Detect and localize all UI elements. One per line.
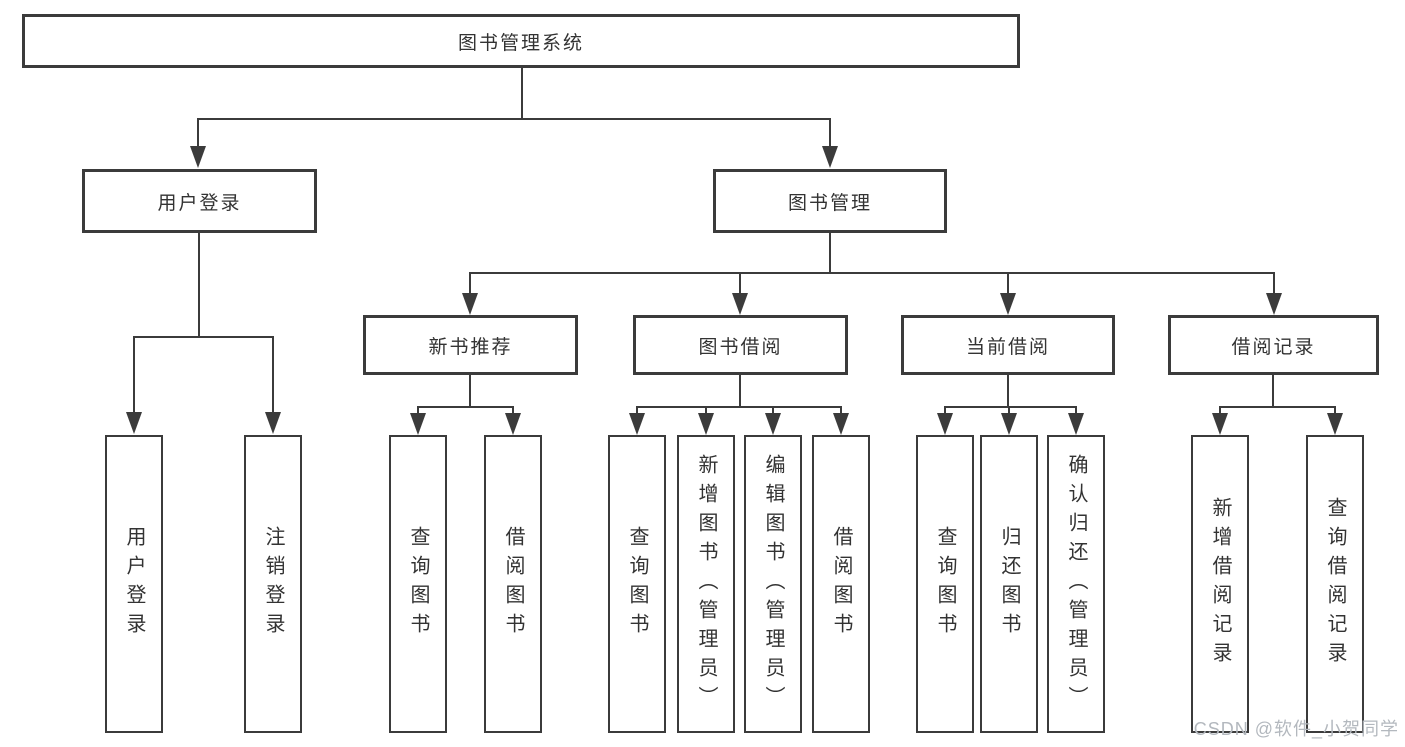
node-book-borrowing: 图书借阅 (633, 315, 848, 375)
arrowhead (765, 413, 781, 435)
connector-line (1273, 272, 1275, 295)
leaf-borrow-books-recommend: 借阅图书 (484, 435, 542, 733)
connector-line (417, 406, 514, 408)
connector-line (197, 118, 831, 120)
node-root-label: 图书管理系统 (457, 32, 584, 54)
arrowhead (190, 146, 206, 168)
node-borrowing-records: 借阅记录 (1168, 315, 1379, 375)
node-user-login: 用户登录 (82, 169, 317, 233)
node-new-book-recommend: 新书推荐 (363, 315, 578, 375)
connector-line (1008, 406, 1010, 416)
connector-line (1007, 373, 1009, 406)
arrowhead (833, 413, 849, 435)
arrowhead (732, 293, 748, 315)
leaf-query-books-borrowing: 查询图书 (608, 435, 666, 733)
connector-line (133, 336, 135, 413)
leaf-borrow-books-borrowing: 借阅图书 (812, 435, 870, 733)
leaf-add-book-admin: 新增图书（管理员） (677, 435, 735, 733)
node-borrowing-records-label: 借阅记录 (1231, 336, 1316, 358)
connector-line (1219, 406, 1221, 416)
arrowhead (462, 293, 478, 315)
connector-line (829, 118, 831, 148)
node-user-login-label: 用户登录 (157, 192, 242, 214)
connector-line (133, 336, 274, 338)
leaf-query-books-current-label: 查询图书 (934, 526, 956, 642)
node-new-book-recommend-label: 新书推荐 (428, 336, 513, 358)
leaf-query-books-recommend: 查询图书 (389, 435, 447, 733)
leaf-borrow-books-recommend-label: 借阅图书 (502, 526, 524, 642)
arrowhead (410, 413, 426, 435)
connector-line (417, 406, 419, 416)
connector-line (829, 231, 831, 272)
connector-line (739, 373, 741, 406)
leaf-user-login-label: 用户登录 (123, 526, 145, 642)
arrowhead (265, 412, 281, 434)
leaf-return-book-label: 归还图书 (998, 526, 1020, 642)
arrowhead (1068, 413, 1084, 435)
connector-line (469, 272, 1275, 274)
leaf-borrow-books-borrowing-label: 借阅图书 (830, 526, 852, 642)
connector-line (1219, 406, 1336, 408)
leaf-logout: 注销登录 (244, 435, 302, 733)
arrowhead (629, 413, 645, 435)
connector-line (944, 406, 946, 416)
leaf-edit-book-admin: 编辑图书（管理员） (744, 435, 802, 733)
leaf-edit-book-admin-label: 编辑图书（管理员） (762, 453, 784, 715)
leaf-add-borrow-record-label: 新增借阅记录 (1209, 497, 1231, 671)
arrowhead (505, 413, 521, 435)
leaf-confirm-return-admin: 确认归还（管理员） (1047, 435, 1105, 733)
arrowhead (1266, 293, 1282, 315)
connector-line (198, 231, 200, 336)
connector-line (272, 336, 274, 413)
leaf-return-book: 归还图书 (980, 435, 1038, 733)
connector-line (1007, 272, 1009, 295)
arrowhead (1001, 413, 1017, 435)
connector-line (1334, 406, 1336, 416)
connector-line (772, 406, 774, 416)
connector-line (521, 66, 523, 118)
node-current-borrowing: 当前借阅 (901, 315, 1115, 375)
leaf-query-borrow-record-label: 查询借阅记录 (1324, 497, 1346, 671)
connector-line (469, 272, 471, 295)
connector-line (840, 406, 842, 416)
leaf-logout-label: 注销登录 (262, 526, 284, 642)
node-root-library-system: 图书管理系统 (22, 14, 1020, 68)
connector-line (1272, 373, 1274, 406)
connector-line (739, 272, 741, 295)
arrowhead (937, 413, 953, 435)
node-book-management: 图书管理 (713, 169, 947, 233)
connector-line (197, 118, 199, 148)
node-book-management-label: 图书管理 (787, 192, 872, 214)
connector-line (944, 406, 1077, 408)
leaf-add-book-admin-label: 新增图书（管理员） (695, 453, 717, 715)
leaf-query-books-borrowing-label: 查询图书 (626, 526, 648, 642)
connector-line (636, 406, 638, 416)
leaf-query-books-current: 查询图书 (916, 435, 974, 733)
connector-line (469, 373, 471, 406)
arrowhead (822, 146, 838, 168)
connector-line (512, 406, 514, 416)
node-current-borrowing-label: 当前借阅 (965, 336, 1050, 358)
arrowhead (1000, 293, 1016, 315)
leaf-add-borrow-record: 新增借阅记录 (1191, 435, 1249, 733)
node-book-borrowing-label: 图书借阅 (698, 336, 783, 358)
arrowhead (126, 412, 142, 434)
arrowhead (1327, 413, 1343, 435)
leaf-query-borrow-record: 查询借阅记录 (1306, 435, 1364, 733)
arrowhead (698, 413, 714, 435)
connector-line (636, 406, 842, 408)
arrowhead (1212, 413, 1228, 435)
connector-line (705, 406, 707, 416)
leaf-confirm-return-admin-label: 确认归还（管理员） (1065, 453, 1087, 715)
leaf-user-login: 用户登录 (105, 435, 163, 733)
leaf-query-books-recommend-label: 查询图书 (407, 526, 429, 642)
connector-line (1075, 406, 1077, 416)
